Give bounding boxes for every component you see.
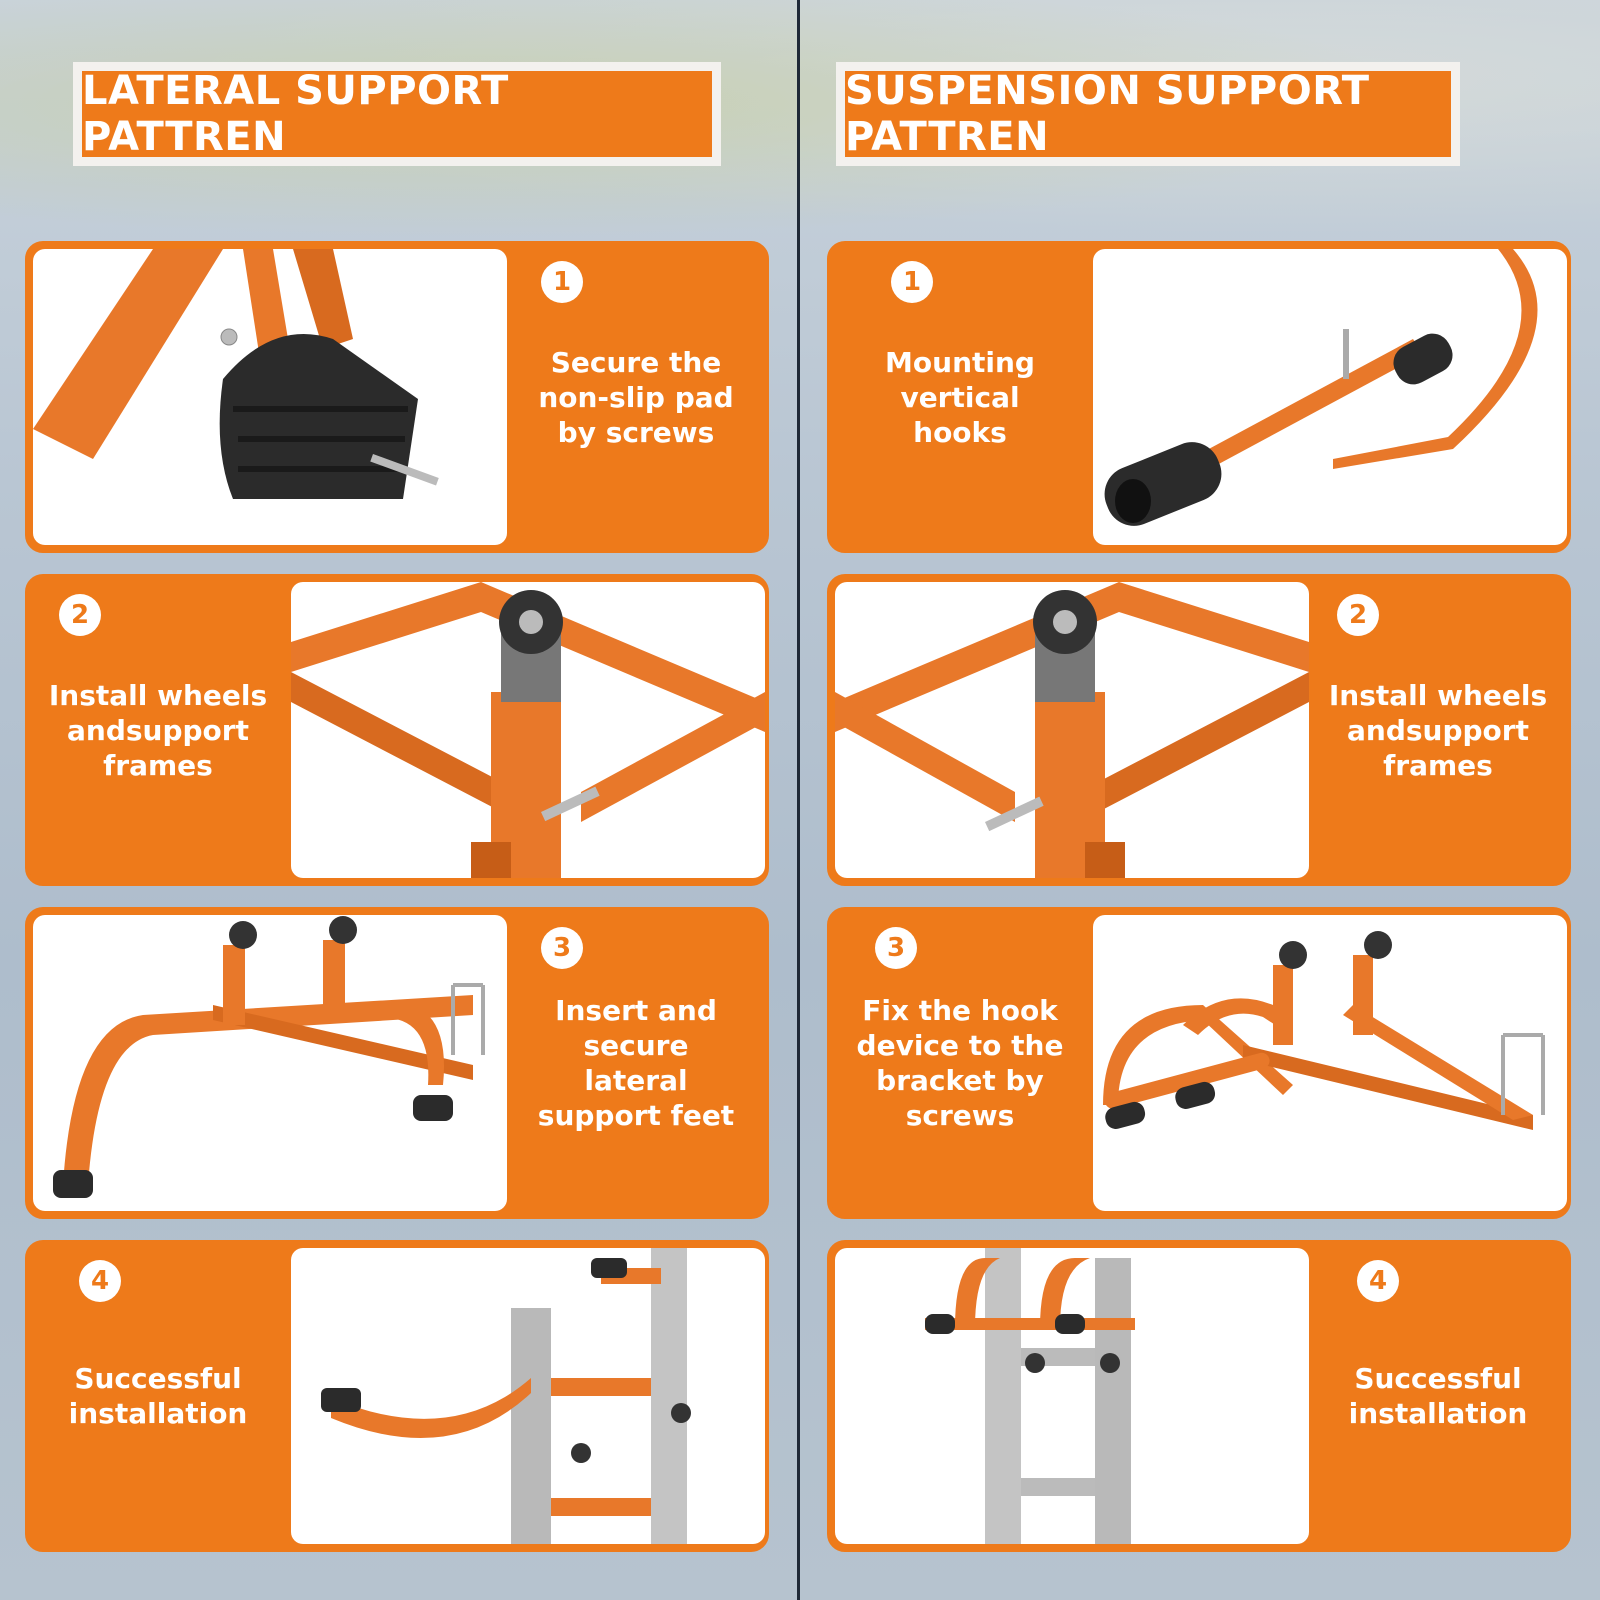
lateral-step-1: 1 Secure the non-slip pad by screws — [25, 241, 769, 553]
center-divider — [797, 0, 800, 1600]
wheel-frame-image — [835, 582, 1309, 878]
step-description: Insert and secure lateral support feet — [537, 994, 735, 1132]
step-number-badge: 1 — [891, 261, 933, 303]
suspension-step-1: 1 Mounting vertical hooks — [827, 241, 1571, 553]
step-description: Secure the non-slip pad by screws — [538, 345, 734, 449]
step-description: Install wheels andsupport frames — [1328, 678, 1548, 782]
hook-bracket-image — [1093, 915, 1567, 1211]
step-number-badge: 3 — [875, 927, 917, 969]
suspension-step-4: 4 Successful installation — [827, 1240, 1571, 1552]
step-description: Fix the hook device to the bracket by sc… — [856, 994, 1064, 1132]
step-number-badge: 2 — [59, 594, 101, 636]
suspension-step-2: 2 Install wheels andsupport frames — [827, 574, 1571, 886]
suspension-step-3: 3 Fix the hook device to the bracket by … — [827, 907, 1571, 1219]
pad-image — [33, 249, 507, 545]
step-description: Successful installation — [1348, 1362, 1528, 1430]
suspension-title-frame: SUSPENSION SUPPORT PATTREN — [836, 62, 1460, 166]
suspension-installed-image — [835, 1248, 1309, 1544]
step-number-badge: 4 — [79, 1260, 121, 1302]
wheel-frame-image — [291, 582, 765, 878]
step-number-badge: 3 — [541, 927, 583, 969]
lateral-title: LATERAL SUPPORT PATTREN — [82, 68, 712, 160]
lateral-installed-image — [291, 1248, 765, 1544]
step-description: Mounting vertical hooks — [885, 345, 1035, 449]
step-description: Install wheels andsupport frames — [48, 678, 268, 782]
suspension-title: SUSPENSION SUPPORT PATTREN — [845, 68, 1451, 160]
lateral-title-frame: LATERAL SUPPORT PATTREN — [73, 62, 721, 166]
lateral-step-4: 4 Successful installation — [25, 1240, 769, 1552]
step-number-badge: 1 — [541, 261, 583, 303]
lateral-step-3: 3 Insert and secure lateral support feet — [25, 907, 769, 1219]
step-number-badge: 4 — [1357, 1260, 1399, 1302]
hook-image — [1093, 249, 1567, 545]
step-number-badge: 2 — [1337, 594, 1379, 636]
lateral-step-2: 2 Install wheels andsupport frames — [25, 574, 769, 886]
step-description: Successful installation — [68, 1362, 248, 1430]
lateral-feet-image — [33, 915, 507, 1211]
